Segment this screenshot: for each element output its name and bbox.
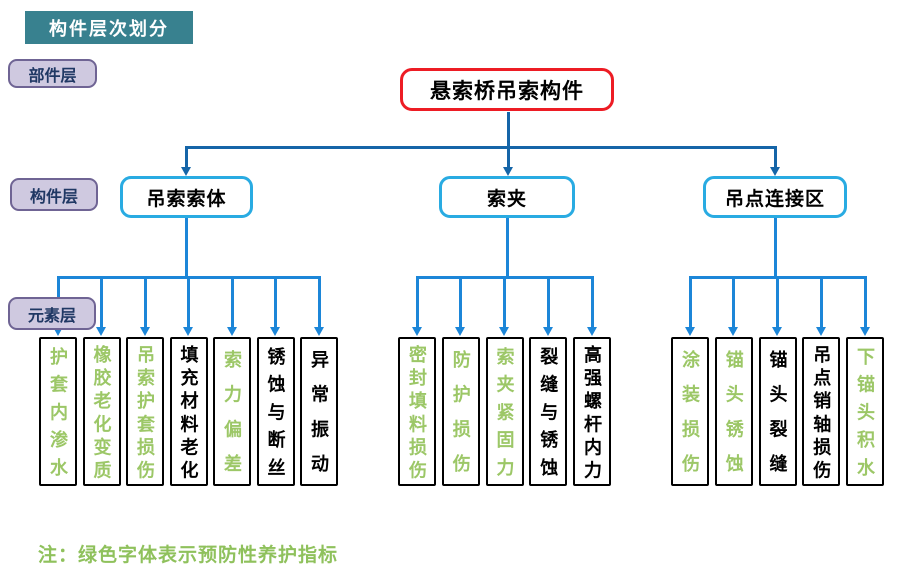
connector-line-level2 — [819, 276, 823, 328]
element-box: 护套内渗水 — [39, 337, 77, 486]
arrowhead-down-icon — [769, 167, 780, 176]
element-group-connection-zone: 涂装损伤 锚头锈蚀 锚头裂缝 吊点销轴损伤 下锚头积水 — [671, 337, 884, 490]
arrowhead-down-icon — [586, 327, 597, 336]
arrowhead-down-icon — [684, 327, 695, 336]
connector-line-level1 — [506, 146, 510, 168]
arrowhead-down-icon — [313, 327, 324, 336]
element-group-cable-clamp: 密封填料损伤 防护损伤 索夹紧固力 裂缝与锈蚀 高强螺杆内力 — [398, 337, 611, 490]
element-label-preventive: 护套内渗水 — [48, 346, 68, 486]
connector-line-level2 — [732, 276, 736, 328]
element-label-preventive: 下锚头积水 — [855, 346, 875, 486]
connector-line-level2 — [688, 276, 692, 328]
element-label-preventive: 涂装损伤 — [680, 350, 700, 490]
element-label: 锚头裂缝 — [767, 350, 788, 490]
branch-node-cable-body: 吊索索体 — [120, 176, 253, 218]
arrowhead-down-icon — [180, 167, 191, 176]
element-label: 异常振动 — [309, 350, 329, 490]
connector-line-level2 — [503, 276, 506, 328]
connector-line-level2 — [546, 276, 550, 328]
element-label-preventive: 吊索护套损伤 — [135, 344, 155, 484]
element-box: 密封填料损伤 — [398, 337, 436, 486]
connector-line-level1 — [186, 146, 776, 149]
element-label: 裂缝与锈蚀 — [538, 346, 559, 486]
element-box: 防护损伤 — [441, 337, 480, 490]
element-box: 锚头锈蚀 — [714, 337, 753, 490]
element-box: 下锚头积水 — [846, 337, 884, 486]
arrowhead-down-icon — [455, 327, 466, 336]
element-box: 异常振动 — [300, 337, 338, 490]
branch-node-cable-clamp: 索夹 — [439, 176, 575, 218]
connector-line-level2 — [863, 276, 867, 328]
element-box: 吊点销轴损伤 — [802, 337, 841, 486]
element-label-preventive: 密封填料损伤 — [407, 344, 427, 484]
connector-line-level2 — [143, 276, 147, 328]
element-label: 填充材料老化 — [178, 344, 199, 484]
arrowhead-down-icon — [139, 327, 150, 336]
page-title: 构件层次划分 — [25, 11, 193, 44]
branch-node-connection-zone: 吊点连接区 — [703, 176, 847, 218]
element-box: 吊索护套损伤 — [126, 337, 164, 486]
arrowhead-down-icon — [728, 327, 739, 336]
legend-note: 注：绿色字体表示预防性养护指标 — [38, 545, 339, 566]
element-label-preventive: 锚头锈蚀 — [723, 350, 744, 490]
element-label-preventive: 橡胶老化变质 — [91, 344, 112, 484]
connector-line-level2 — [773, 218, 777, 279]
element-label: 吊点销轴损伤 — [811, 344, 832, 484]
connector-line-level2 — [459, 276, 463, 328]
element-box: 锚头裂缝 — [758, 337, 797, 490]
element-box: 锈蚀与断丝 — [256, 337, 295, 486]
arrowhead-down-icon — [411, 327, 422, 336]
connector-line-level2 — [100, 276, 103, 328]
connector-line-level2 — [415, 276, 419, 328]
connector-line-level2 — [776, 276, 779, 328]
connector-line-level2 — [317, 276, 321, 328]
connector-line-level2 — [590, 276, 594, 328]
element-group-cable-body: 护套内渗水 橡胶老化变质 吊索护套损伤 填充材料老化 索力偏差 锈蚀与断丝 异常振动 — [39, 337, 338, 490]
arrowhead-down-icon — [96, 327, 106, 336]
arrowhead-down-icon — [226, 327, 237, 336]
connector-line-level2 — [274, 276, 277, 328]
root-node-label: 悬索桥吊索构件 — [430, 79, 584, 103]
connector-line-level1 — [506, 112, 510, 146]
arrowhead-down-icon — [270, 327, 280, 336]
arrowhead-down-icon — [815, 327, 826, 336]
branch-node-label: 吊索索体 — [146, 188, 227, 210]
element-box: 橡胶老化变质 — [82, 337, 121, 486]
arrowhead-down-icon — [772, 327, 782, 336]
arrowhead-down-icon — [859, 327, 870, 336]
element-box: 填充材料老化 — [169, 337, 208, 486]
arrowhead-down-icon — [499, 327, 509, 336]
branch-node-label: 索夹 — [486, 188, 527, 210]
element-box: 高强螺杆内力 — [573, 337, 611, 486]
element-label: 高强螺杆内力 — [582, 344, 602, 484]
layer-label-component: 部件层 — [8, 59, 97, 88]
layer-label-member: 构件层 — [10, 178, 98, 211]
element-box: 裂缝与锈蚀 — [529, 337, 568, 486]
connector-line-level1 — [773, 146, 777, 168]
root-node: 悬索桥吊索构件 — [400, 68, 614, 111]
layer-label-element: 元素层 — [8, 297, 96, 330]
element-box: 索力偏差 — [213, 337, 251, 490]
element-box: 涂装损伤 — [671, 337, 709, 490]
connector-line-level1 — [184, 146, 188, 168]
arrowhead-down-icon — [52, 327, 63, 336]
element-label-preventive: 索夹紧固力 — [494, 346, 515, 486]
arrowhead-down-icon — [542, 327, 553, 336]
connector-line-level2 — [505, 218, 509, 279]
element-label-preventive: 防护损伤 — [450, 350, 471, 490]
branch-node-label: 吊点连接区 — [724, 188, 825, 210]
connector-line-level2 — [184, 218, 188, 279]
arrowhead-down-icon — [502, 167, 513, 176]
connector-line-level2 — [187, 276, 190, 328]
element-box: 索夹紧固力 — [485, 337, 524, 486]
connector-line-level2 — [230, 276, 234, 328]
element-label: 锈蚀与断丝 — [265, 346, 286, 486]
arrowhead-down-icon — [183, 327, 193, 336]
element-label-preventive: 索力偏差 — [222, 350, 242, 490]
